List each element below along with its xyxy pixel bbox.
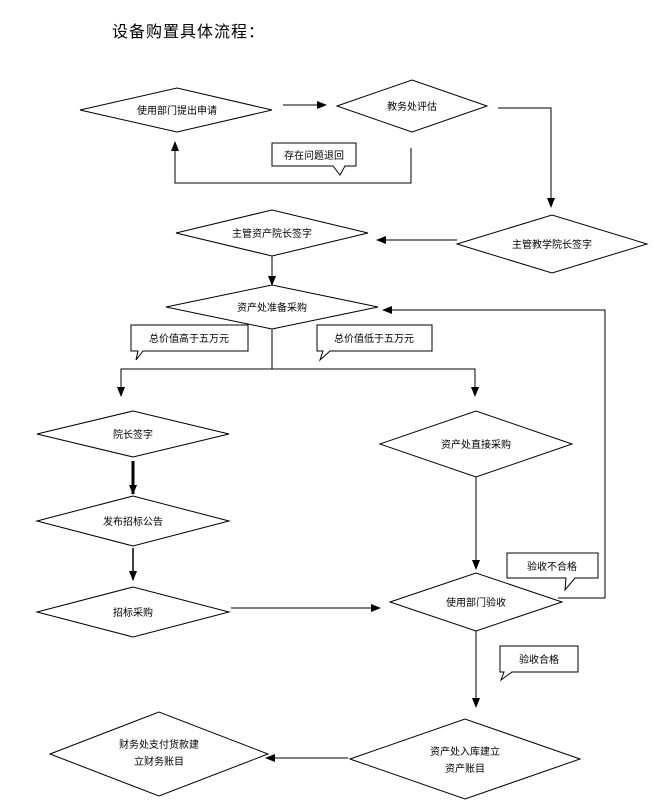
callout-below-50k-shape	[316, 324, 433, 362]
connectors	[117, 101, 606, 762]
node-apply	[79, 87, 273, 133]
node-teaching-dean-sign	[455, 214, 649, 274]
label-academic-eval: 教务处评估	[387, 100, 437, 113]
label-finance-line1: 财务处支付货款建	[119, 738, 199, 751]
arrow-return-to-apply	[171, 141, 412, 184]
callout-pass-shape	[499, 645, 579, 682]
label-warehouse-line2: 资产账目	[445, 762, 485, 775]
node-publish-tender	[35, 495, 231, 547]
node-finance	[48, 711, 270, 797]
callout-issue-return: 存在问题退回	[284, 149, 344, 162]
label-asset-dean-sign: 主管资产院长签字	[232, 227, 312, 240]
node-direct-purchase	[378, 410, 574, 478]
node-dept-acceptance	[388, 572, 564, 632]
label-dean-sign: 院长签字	[113, 428, 153, 441]
node-tender-purchase	[35, 586, 231, 638]
callout-issue-return-shape	[271, 142, 357, 176]
callout-above-50k-shape	[130, 324, 249, 361]
callout-fail: 验收不合格	[527, 560, 577, 573]
node-labels: 使用部门提出申请 教务处评估 主管资产院长签字 主管教学院长签字 资产处准备采购…	[103, 100, 592, 775]
callout-fail-shape	[506, 552, 599, 592]
node-dean-sign	[36, 410, 230, 458]
callout-labels: 存在问题退回 总价值高于五万元 总价值低于五万元 验收不合格 验收合格	[149, 149, 577, 666]
callout-pass: 验收合格	[519, 653, 559, 666]
callout-below-50k: 总价值低于五万元	[334, 332, 414, 345]
label-publish-tender: 发布招标公告	[103, 515, 163, 528]
label-teaching-dean-sign: 主管教学院长签字	[512, 238, 592, 251]
label-tender-purchase: 招标采购	[113, 606, 153, 619]
callout-above-50k: 总价值高于五万元	[149, 332, 229, 345]
label-warehouse-line1: 资产处入库建立	[430, 745, 500, 758]
page-title: 设备购置具体流程：	[112, 22, 266, 41]
node-warehouse	[348, 718, 582, 800]
arrow-eval-to-teaching-dean	[498, 107, 555, 208]
label-dept-acceptance: 使用部门验收	[446, 596, 506, 609]
node-academic-eval	[335, 79, 489, 133]
label-prepare-purchase: 资产处准备采购	[237, 301, 307, 314]
arrow-branch-right	[272, 368, 479, 397]
nodes	[35, 79, 649, 800]
arrow-branch-left	[117, 368, 272, 397]
label-finance-line2: 立财务账目	[134, 755, 184, 768]
label-direct-purchase: 资产处直接采购	[441, 438, 511, 451]
node-asset-dean-sign	[175, 209, 369, 257]
arrow-fail-loop	[382, 306, 606, 599]
label-apply: 使用部门提出申请	[137, 104, 217, 117]
node-prepare-purchase	[165, 284, 379, 330]
callouts	[130, 142, 599, 682]
